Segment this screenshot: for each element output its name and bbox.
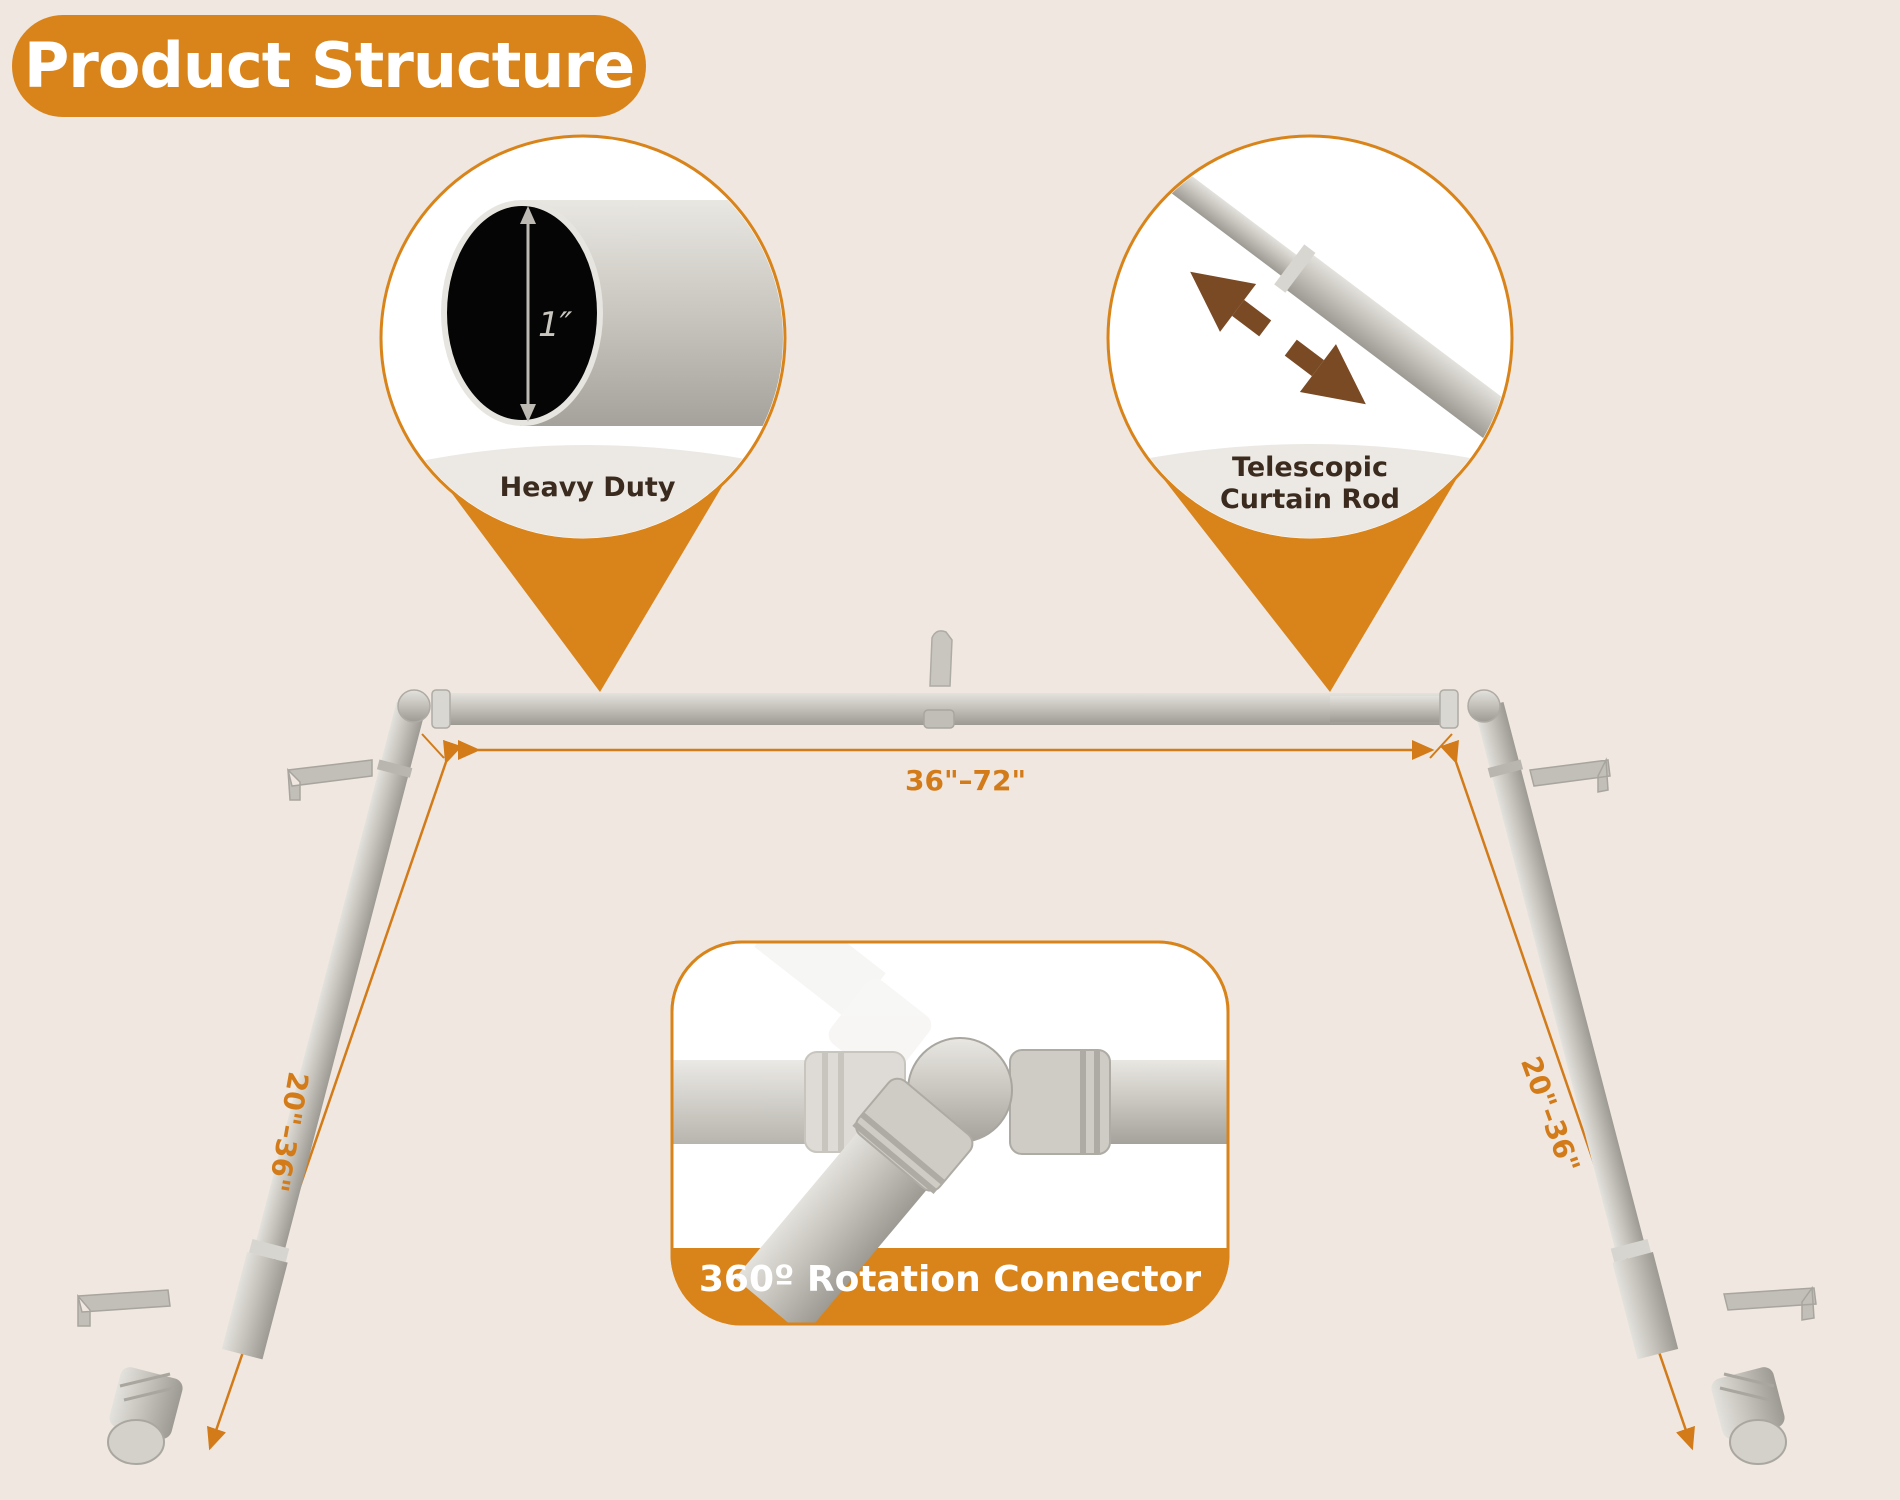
connector-label: 360º Rotation Connector — [698, 1259, 1202, 1300]
heavy-duty-callout: 1″ — [379, 134, 787, 692]
finial-left — [107, 1367, 183, 1465]
telescopic-label-line1: Telescopic — [1232, 452, 1388, 483]
bracket-left-top — [287, 759, 373, 801]
heavy-duty-label: Heavy Duty — [499, 472, 676, 503]
telescopic-callout — [1106, 134, 1514, 692]
right-return-rod — [1474, 701, 1679, 1360]
dimension-arrows — [207, 733, 1695, 1451]
corner-connector-left — [397, 689, 431, 723]
curtain-rod — [77, 630, 1817, 1465]
bracket-right-top — [1529, 757, 1611, 793]
double-arrow-icon — [1190, 271, 1366, 405]
corner-connector-right — [1467, 689, 1501, 723]
telescopic-label-line2: Curtain Rod — [1219, 484, 1401, 515]
page-title: Product Structure — [12, 15, 646, 117]
top-bracket — [929, 630, 953, 687]
connector-callout — [670, 940, 1230, 1326]
telescopic-inner-rod — [1330, 696, 1450, 722]
width-dimension-label: 36"–72" — [905, 764, 1027, 797]
width-tick-left — [421, 733, 445, 759]
width-tick-right — [1429, 733, 1453, 759]
bracket-right-bottom — [1723, 1285, 1817, 1321]
center-support — [923, 709, 955, 729]
left-return-rod — [221, 701, 426, 1360]
diameter-label: 1″ — [538, 305, 573, 345]
tube-opening — [447, 206, 597, 420]
bracket-left-bottom — [77, 1289, 171, 1327]
finial-right — [1711, 1367, 1787, 1465]
telescopic-label: Telescopic Curtain Rod — [1190, 452, 1430, 516]
